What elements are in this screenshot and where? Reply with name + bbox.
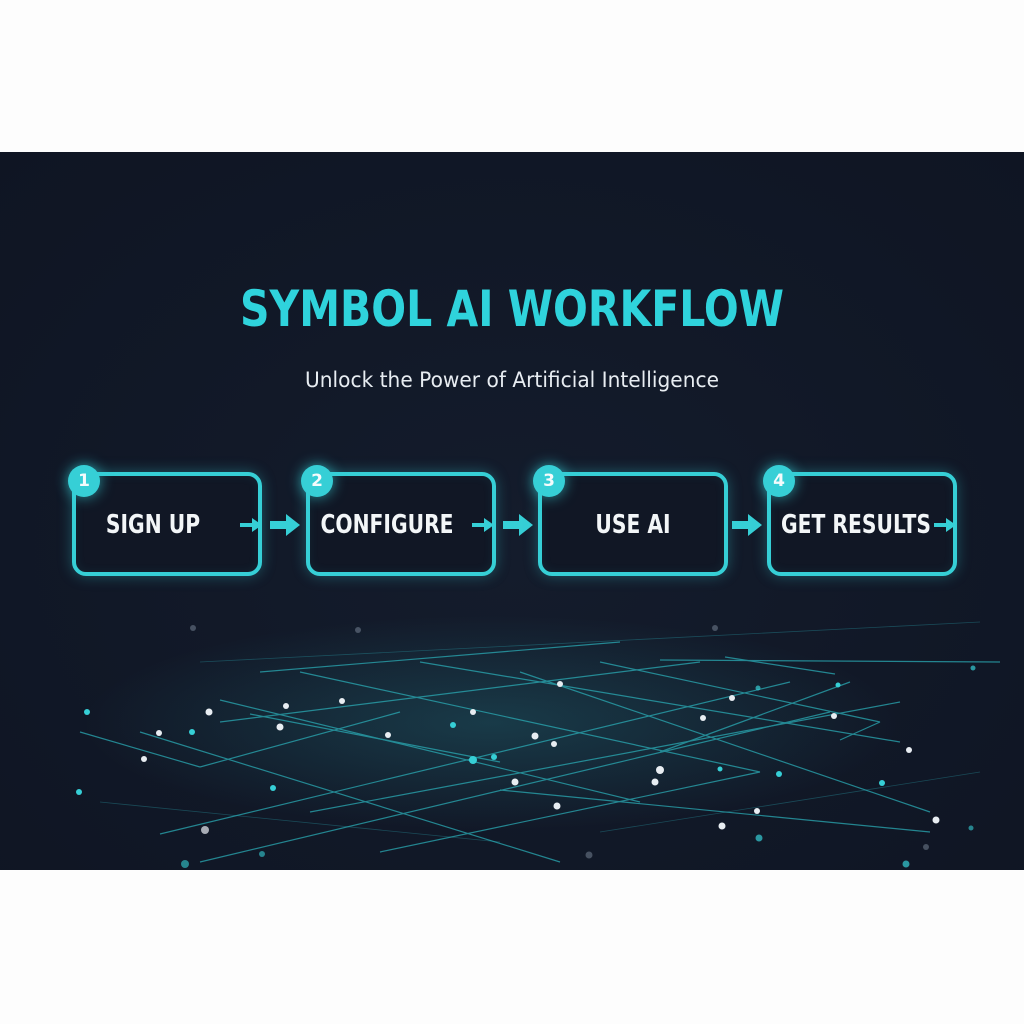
step-label: USE AI <box>595 510 671 540</box>
step-use-ai: USE AI <box>538 472 728 576</box>
arrow-right-icon <box>472 518 494 532</box>
arrow-right-icon <box>732 514 762 536</box>
arrow-right-icon <box>270 514 300 536</box>
step-label: SIGN UP <box>105 510 201 540</box>
step-number-badge: 3 <box>533 465 565 497</box>
step-sign-up: SIGN UP <box>72 472 262 576</box>
step-label: CONFIGURE <box>320 510 454 540</box>
network-grid-graphic <box>0 602 1024 870</box>
arrow-right-icon <box>934 518 956 532</box>
arrow-right-icon <box>503 514 533 536</box>
step-number-badge: 4 <box>763 465 795 497</box>
step-number-badge: 2 <box>301 465 333 497</box>
page-title: SYMBOL AI WORKFLOW <box>240 280 784 338</box>
step-get-results: GET RESULTS <box>767 472 957 576</box>
step-number-badge: 1 <box>68 465 100 497</box>
step-label: GET RESULTS <box>781 510 931 540</box>
step-configure: CONFIGURE <box>306 472 496 576</box>
page-subtitle: Unlock the Power of Artificial Intellige… <box>305 368 719 392</box>
arrow-right-icon <box>240 518 262 532</box>
workflow-banner: SYMBOL AI WORKFLOW Unlock the Power of A… <box>0 152 1024 870</box>
